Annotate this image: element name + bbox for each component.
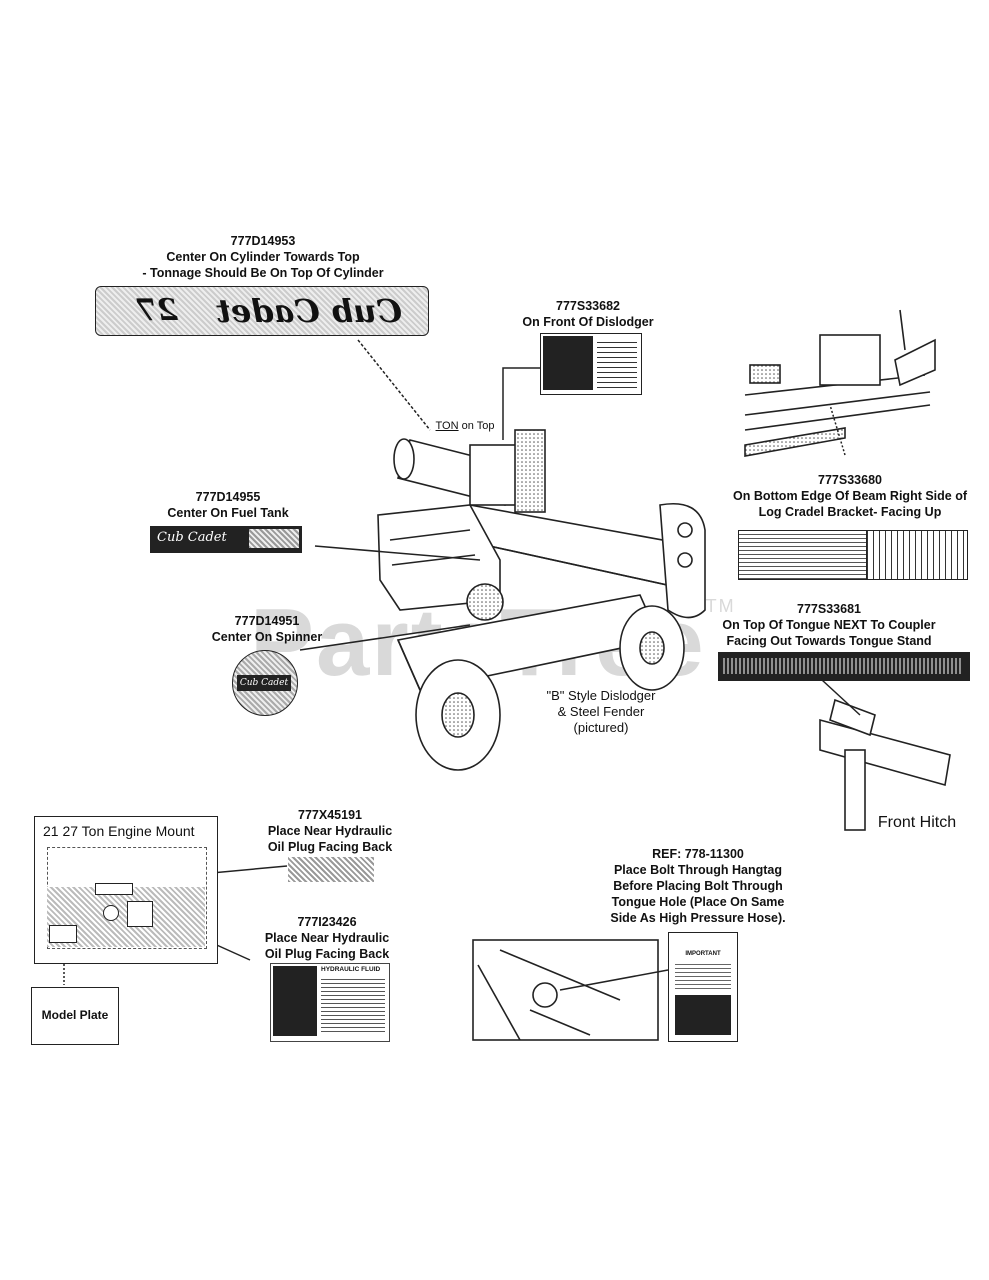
model-plate-box: Model Plate: [31, 987, 119, 1045]
instruction-line: Tongue Hole (Place On Same: [611, 895, 785, 909]
callout-spinner: 777D14951 Center On Spinner: [212, 613, 322, 645]
callout-beam: 777S33680 On Bottom Edge Of Beam Right S…: [733, 472, 967, 520]
callout-cylinder: 777D14953 Center On Cylinder Towards Top…: [142, 233, 383, 281]
front-hitch-illustration: [819, 698, 951, 831]
instruction-line: Center On Spinner: [211, 630, 323, 644]
decal-title-text: IMPORTANT: [685, 951, 721, 957]
part-number: 777D14951: [234, 614, 300, 628]
decal-tonnage-text: 27: [136, 293, 178, 328]
hangtag-illustration: [472, 939, 659, 1041]
instruction-line: Oil Plug Facing Back: [267, 840, 393, 854]
part-number: REF: 778-11300: [652, 847, 744, 861]
decal-title-text: HYDRAULIC FLUID: [321, 966, 381, 973]
part-number: 777X45191: [298, 808, 362, 822]
beam-detail-illustration: [744, 309, 936, 457]
dislodger-style-note: "B" Style Dislodger & Steel Fender (pict…: [547, 688, 656, 736]
splitter-body: [377, 429, 706, 771]
decal-logo-text: Cub Cadet: [157, 530, 227, 545]
part-number: 777S33680: [818, 473, 882, 487]
part-number: 777D14955: [195, 490, 261, 504]
fuel-tank-decal: Cub Cadet: [150, 526, 302, 553]
part-number: 777I23426: [297, 915, 357, 929]
instruction-line: On Top Of Tongue NEXT To Coupler: [722, 618, 936, 632]
cub-cadet-cylinder-decal: Cub Cadet 27: [95, 286, 429, 336]
dislodger-warning-decal: [540, 333, 642, 395]
model-plate-label: Model Plate: [41, 1008, 109, 1022]
instruction-line: - Tonnage Should Be On Top Of Cylinder: [142, 266, 384, 280]
callout-hydraulic-2: 777I23426 Place Near Hydraulic Oil Plug …: [265, 914, 389, 962]
instruction-line: Log Cradel Bracket- Facing Up: [758, 505, 942, 519]
note-line: & Steel Fender: [557, 704, 645, 719]
part-number: 777D14953: [230, 234, 296, 248]
callout-hangtag: REF: 778-11300 Place Bolt Through Hangta…: [610, 846, 785, 926]
instruction-line: Facing Out Towards Tongue Stand: [726, 634, 932, 648]
decal-logo-text: Cub Cadet: [216, 292, 402, 330]
engine-mount-box: 21 27 Ton Engine Mount: [34, 816, 218, 964]
instruction-line: Oil Plug Facing Back: [264, 947, 390, 961]
spinner-round-decal: Cub Cadet: [232, 650, 298, 716]
instruction-line: Side As High Pressure Hose).: [610, 911, 786, 925]
instruction-line: Before Placing Bolt Through: [613, 879, 783, 893]
callout-dislodger: 777S33682 On Front Of Dislodger: [522, 298, 653, 330]
callout-fuel-tank: 777D14955 Center On Fuel Tank: [167, 489, 288, 521]
engine-mount-title: 21 27 Ton Engine Mount: [43, 823, 195, 839]
instruction-line: On Front Of Dislodger: [522, 315, 654, 329]
instruction-line: Place Near Hydraulic: [264, 931, 390, 945]
hydraulic-fluid-decal: HYDRAULIC FLUID: [270, 963, 390, 1042]
note-line: (pictured): [573, 720, 629, 735]
callout-tongue: 777S33681 On Top Of Tongue NEXT To Coupl…: [722, 601, 935, 649]
decal-logo-text: Cub Cadet: [237, 675, 291, 691]
instruction-line: On Bottom Edge Of Beam Right Side of: [732, 489, 968, 503]
part-number: 777S33681: [797, 602, 861, 616]
hydraulic-small-decal: [288, 857, 374, 882]
part-number: 777S33682: [556, 299, 620, 313]
instruction-line: Place Near Hydraulic: [267, 824, 393, 838]
note-line: "B" Style Dislodger: [546, 688, 656, 703]
front-hitch-label: Front Hitch: [877, 814, 957, 831]
tongue-warning-decal: [718, 652, 970, 681]
callout-hydraulic-1: 777X45191 Place Near Hydraulic Oil Plug …: [268, 807, 392, 855]
instruction-line: Center On Fuel Tank: [167, 506, 289, 520]
beam-operating-decal: [738, 530, 968, 580]
instruction-line: Center On Cylinder Towards Top: [166, 250, 360, 264]
ton-on-top-label: TON on Top: [435, 420, 495, 432]
hangtag-decal: IMPORTANT: [668, 932, 738, 1042]
instruction-line: Place Bolt Through Hangtag: [613, 863, 783, 877]
